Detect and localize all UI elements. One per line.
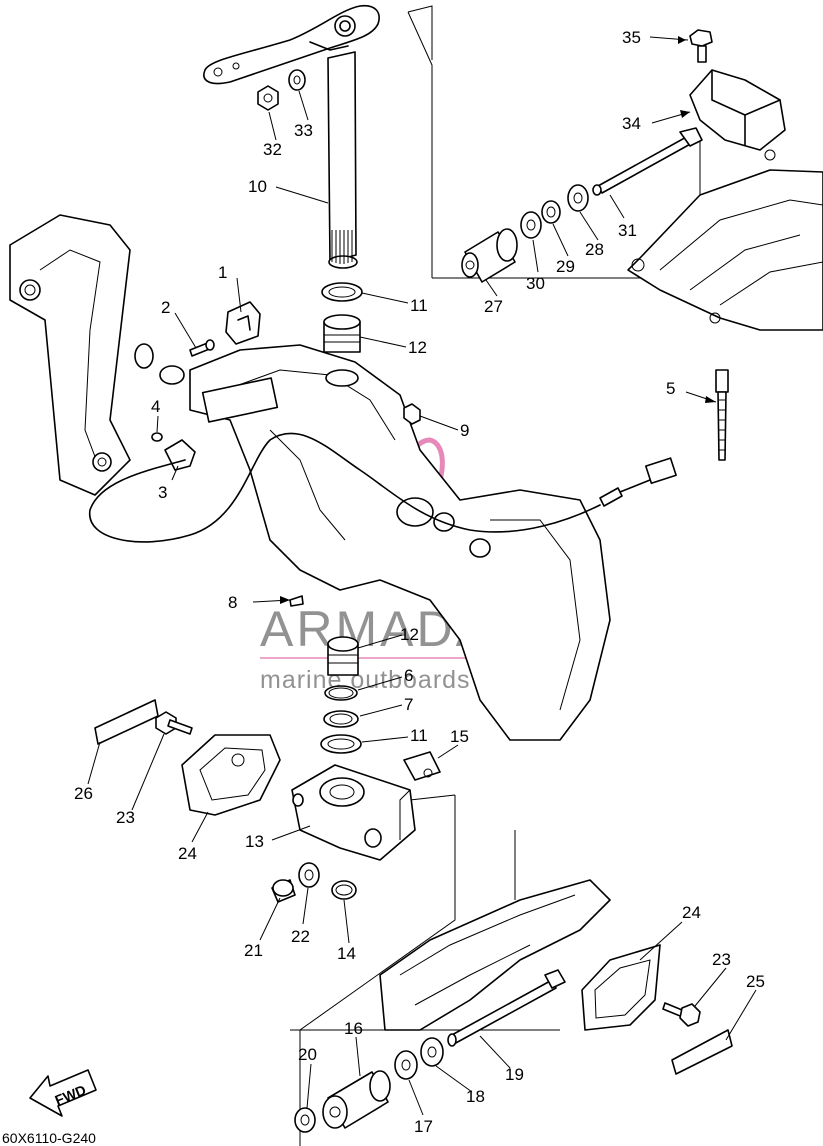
screw-2 — [189, 339, 215, 357]
washer-17 — [394, 1050, 418, 1080]
callout-27: 27 — [484, 297, 503, 316]
steering-arm-part — [203, 4, 380, 85]
label-26 — [94, 699, 159, 745]
watermark-tagline: marine outboards — [260, 666, 471, 694]
wire-harness — [89, 432, 677, 543]
cover-24-right — [581, 944, 661, 1031]
callout-17: 17 — [414, 1117, 433, 1136]
callout-26: 26 — [74, 784, 93, 803]
callout-29: 29 — [556, 257, 575, 276]
washer-20 — [294, 1107, 316, 1133]
lower-case-plate — [379, 830, 611, 1031]
clip-3 — [164, 439, 196, 471]
callout-28: 28 — [585, 240, 604, 259]
callout-25: 25 — [746, 972, 765, 991]
callout-22: 22 — [291, 927, 310, 946]
callout-6: 6 — [404, 666, 413, 685]
trim-sensor-1 — [225, 301, 261, 345]
callout-20: 20 — [298, 1045, 317, 1064]
circlip-14 — [331, 880, 357, 900]
cable-tie-5 — [715, 369, 729, 461]
callout-12a: 12 — [408, 338, 427, 357]
nut-32 — [257, 85, 279, 111]
callout-7: 7 — [404, 695, 413, 714]
callout-32: 32 — [263, 140, 282, 159]
callout-8: 8 — [228, 593, 237, 612]
washer-left — [134, 343, 185, 385]
bush-12-lower — [327, 636, 359, 676]
washer-29 — [541, 200, 561, 224]
callout-23b: 23 — [712, 950, 731, 969]
washer-7 — [323, 710, 359, 728]
callout-9: 9 — [460, 421, 469, 440]
washer-28 — [567, 184, 589, 212]
bolt-19 — [447, 969, 566, 1047]
bolt-23-left — [155, 711, 193, 735]
callout-23a: 23 — [116, 808, 135, 827]
mount-rubber-16 — [322, 1070, 391, 1129]
callout-33: 33 — [294, 121, 313, 140]
label-25 — [671, 1029, 733, 1075]
callout-34: 34 — [622, 114, 641, 133]
screw-4 — [151, 432, 163, 442]
callout-24b: 24 — [682, 903, 701, 922]
leader-lines — [87, 36, 757, 1116]
callout-35: 35 — [622, 28, 641, 47]
callout-10: 10 — [248, 177, 267, 196]
bolt-35 — [689, 29, 713, 63]
washer-18 — [420, 1037, 444, 1067]
callout-15: 15 — [450, 727, 469, 746]
callout-1: 1 — [218, 263, 227, 282]
callout-14: 14 — [337, 944, 356, 963]
bush-12-upper — [323, 314, 361, 353]
drawing-code: 60X6110-G240 — [2, 1130, 96, 1146]
lower-mount-bracket-13 — [291, 764, 416, 861]
swivel-bracket — [189, 344, 611, 741]
bolt-23-right — [662, 1002, 701, 1027]
mount-bracket-34 — [689, 69, 786, 161]
washer-33 — [288, 69, 306, 91]
upper-case-plate — [627, 169, 823, 331]
steering-shaft-part — [327, 51, 358, 269]
screw-8 — [289, 595, 304, 607]
bolt-31 — [592, 127, 703, 196]
callout-13: 13 — [245, 832, 264, 851]
cover-24-left — [181, 734, 281, 816]
callout-18: 18 — [466, 1087, 485, 1106]
callout-24a: 24 — [178, 844, 197, 863]
leader-arrows — [280, 36, 716, 604]
callout-11a: 11 — [410, 296, 428, 315]
callout-30: 30 — [526, 274, 545, 293]
clamp-bracket — [9, 214, 131, 496]
callout-21: 21 — [244, 941, 263, 960]
washer-22 — [298, 862, 320, 888]
pin-15 — [403, 751, 441, 781]
callout-12b: 12 — [400, 625, 419, 644]
callout-labels: 1 2 3 4 5 6 7 8 9 10 11 11 12 12 13 14 1… — [74, 28, 765, 1136]
callout-2: 2 — [161, 298, 170, 317]
callout-4: 4 — [151, 397, 160, 416]
callout-5: 5 — [666, 379, 675, 398]
callout-11b: 11 — [410, 726, 428, 745]
o-ring-6 — [324, 685, 358, 701]
callout-3: 3 — [158, 483, 167, 502]
callout-31: 31 — [618, 221, 637, 240]
callout-19: 19 — [505, 1065, 524, 1084]
callout-16: 16 — [344, 1019, 363, 1038]
cap-nut-21 — [271, 879, 296, 903]
washer-11-lower — [320, 734, 362, 754]
nut-9 — [403, 403, 421, 425]
mount-rubber-27 — [461, 228, 518, 283]
fwd-arrow-icon: FWD — [29, 1069, 97, 1117]
washer-11-upper — [321, 282, 363, 302]
washer-30 — [520, 211, 542, 239]
